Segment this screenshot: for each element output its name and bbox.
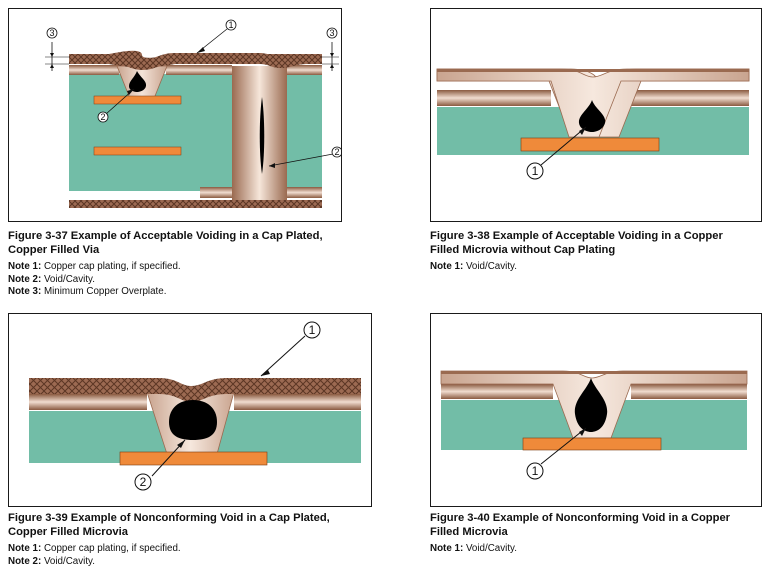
svg-text:1: 1 [532, 464, 539, 478]
figure-3-39-diagram: 1 2 [8, 313, 372, 507]
note-1: Note 1: Void/Cavity. [430, 543, 517, 554]
target-pad [119, 451, 268, 466]
note-1: Note 1: Copper cap plating, if specified… [8, 543, 181, 554]
note-1: Note 1: Copper cap plating, if specified… [8, 261, 181, 272]
void [574, 378, 608, 432]
void-microvia [129, 71, 147, 92]
svg-text:3: 3 [329, 28, 334, 38]
callout-3: 3 [46, 27, 58, 39]
void [578, 100, 606, 132]
figure-title: Figure 3-40 Example of Nonconforming Voi… [430, 512, 731, 538]
void-through-via [259, 97, 265, 174]
figure-3-40-diagram: 1 [430, 313, 762, 507]
callout-2: 2 [134, 473, 152, 491]
bottom-cap-plating [69, 200, 322, 208]
svg-text:1: 1 [228, 20, 233, 30]
note-2: Note 2: Void/Cavity. [8, 273, 95, 285]
callout-1: 1 [303, 321, 321, 339]
svg-text:1: 1 [532, 164, 539, 178]
through-via-barrel [232, 66, 287, 200]
svg-text:2: 2 [140, 475, 147, 489]
inner-pad [93, 146, 182, 156]
callout-2: 2 [97, 111, 109, 123]
svg-text:1: 1 [309, 323, 316, 337]
void [169, 400, 217, 440]
figure-3-37-caption: Figure 3-37 Example of Acceptable Voidin… [8, 229, 353, 299]
callout-1: 1 [526, 462, 544, 480]
target-pad [520, 137, 660, 152]
svg-text:2: 2 [100, 112, 105, 122]
target-pad [522, 437, 662, 451]
figure-3-40-caption: Figure 3-40 Example of Nonconforming Voi… [430, 511, 765, 556]
figure-title: Figure 3-38 Example of Acceptable Voidin… [430, 230, 723, 256]
figure-title: Figure 3-37 Example of Acceptable Voidin… [8, 230, 323, 256]
figure-3-39-caption: Figure 3-39 Example of Nonconforming Voi… [8, 511, 378, 568]
callout-2: 2 [331, 146, 341, 158]
callout-1: 1 [225, 19, 237, 31]
inner-pad [93, 95, 182, 105]
note-2: Note 2: Void/Cavity. [8, 555, 95, 567]
svg-text:3: 3 [49, 28, 54, 38]
cap-plating [29, 378, 361, 402]
callout-3: 3 [326, 27, 338, 39]
callout-1: 1 [526, 162, 544, 180]
figure-3-37-diagram: 1 2 2 3 3 [8, 8, 342, 222]
note-1: Note 1: Void/Cavity. [430, 261, 517, 272]
note-3: Note 3: Minimum Copper Overplate. [8, 286, 167, 297]
figure-title: Figure 3-39 Example of Nonconforming Voi… [8, 512, 330, 538]
figure-3-38-caption: Figure 3-38 Example of Acceptable Voidin… [430, 229, 765, 274]
figure-3-38-diagram: 1 [430, 8, 762, 222]
svg-text:2: 2 [334, 147, 339, 157]
